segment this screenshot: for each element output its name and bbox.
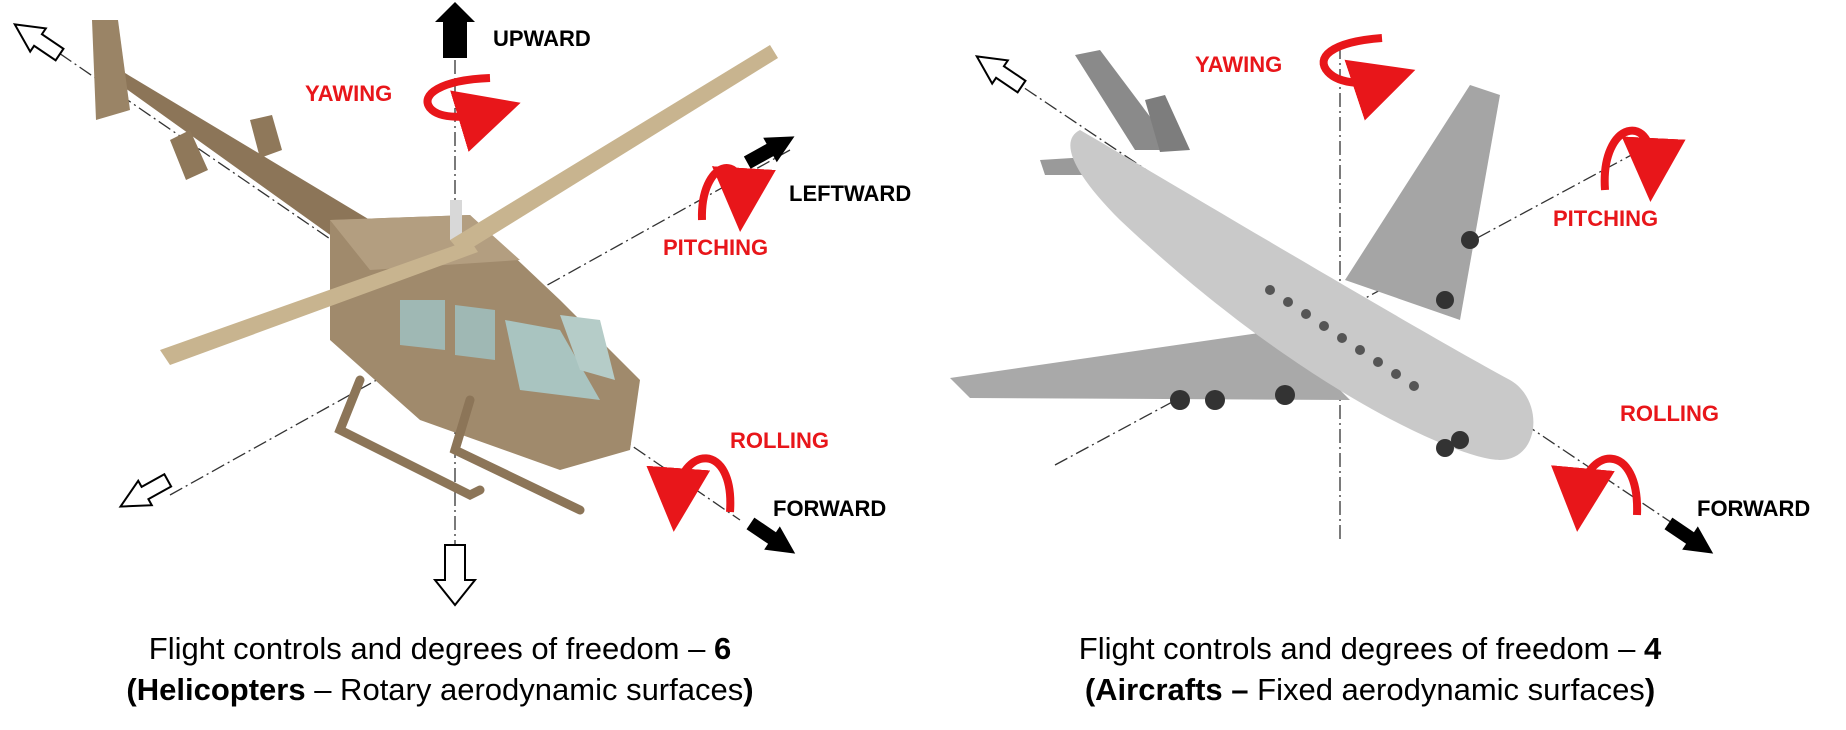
aircraft-rotation-arrows [1319,34,1686,532]
surface-type: – Rotary aerodynamic surfaces [305,672,744,707]
label-upward: UPWARD [493,26,591,51]
helicopter-caption-line2: (Helicopters – Rotary aerodynamic surfac… [60,669,820,710]
helicopter-panel: UPWARD YAWING LEFTWARD PITCHING ROLLING … [12,2,911,607]
degrees-of-freedom-count: 4 [1643,631,1662,666]
aircraft-panel: YAWING PITCHING ROLLING FORWARD [950,34,1810,554]
open-arrow-icon [118,472,173,508]
aircraft-caption: Flight controls and degrees of freedom –… [990,628,1750,710]
helicopter-rotation-arrows [423,74,776,532]
label-yawing: YAWING [305,81,392,106]
aircraft-direction-arrows [974,55,1714,554]
label-leftward: LEFTWARD [789,181,911,206]
surface-type: Fixed aerodynamic surfaces [1248,672,1645,707]
solid-arrow-icon [743,136,795,169]
caption-close-paren: ) [1644,672,1656,707]
caption-text: Flight controls and degrees of freedom – [1078,631,1644,666]
degrees-of-freedom-count: 6 [713,631,732,666]
caption-close-paren: ) [743,672,754,707]
open-arrow-icon [432,544,478,607]
caption-open-paren: ( [1084,672,1096,707]
curved-rotation-arrow-icon [423,74,521,152]
label-pitching: PITCHING [1553,206,1658,231]
solid-arrow-icon [1664,517,1714,554]
label-rolling: ROLLING [730,428,829,453]
helicopter-caption-line1: Flight controls and degrees of freedom –… [60,628,820,669]
aircraft-caption-line2: (Aircrafts – Fixed aerodynamic surfaces) [990,669,1750,710]
label-yawing: YAWING [1195,52,1282,77]
curved-rotation-arrow-icon [697,164,776,232]
caption-text: Flight controls and degrees of freedom – [148,631,714,666]
vehicle-type: Helicopters [136,672,306,707]
helicopter-illustration [92,20,778,515]
vehicle-type: Aircrafts – [1095,672,1249,707]
aircraft-caption-line1: Flight controls and degrees of freedom –… [990,628,1750,669]
open-arrow-icon [974,55,1027,94]
label-pitching: PITCHING [663,235,768,260]
open-arrow-icon [12,23,65,62]
aircraft-illustration [950,50,1534,460]
curved-rotation-arrow-icon [646,454,735,532]
curved-rotation-arrow-icon [1551,454,1642,532]
solid-arrow-icon [435,2,475,58]
label-rolling: ROLLING [1620,401,1719,426]
curved-rotation-arrow-icon [1600,126,1686,202]
caption-open-paren: ( [126,672,137,707]
solid-arrow-icon [746,517,796,554]
helicopter-caption: Flight controls and degrees of freedom –… [60,628,820,710]
label-forward: FORWARD [1697,496,1810,521]
helicopter-direction-arrows [12,2,796,607]
curved-rotation-arrow-icon [1319,34,1416,121]
label-forward: FORWARD [773,496,886,521]
